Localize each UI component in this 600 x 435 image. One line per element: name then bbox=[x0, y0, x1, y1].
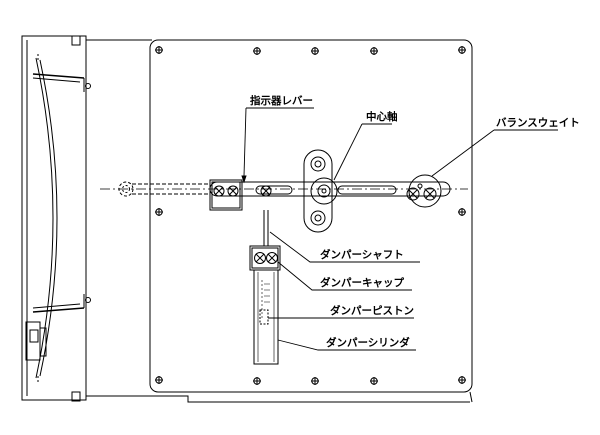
callout-labels: 指示器レバー 中心軸 バランスウェイト ダンパーシャフト ダンパーキャップ ダン… bbox=[250, 94, 580, 349]
label-pointer-lever: 指示器レバー bbox=[250, 94, 313, 107]
clamp-screw-2 bbox=[227, 185, 239, 197]
hole-bottom-mid bbox=[311, 377, 319, 385]
damper-piston bbox=[259, 309, 269, 325]
slot-screw bbox=[260, 185, 272, 197]
damper-cylinder bbox=[253, 269, 279, 365]
weight-screw-2 bbox=[423, 187, 437, 201]
hole-bottom-right bbox=[458, 376, 466, 384]
hole-bottom-mid-left bbox=[253, 377, 261, 385]
cap-screw-2 bbox=[266, 252, 278, 264]
center-shaft bbox=[303, 149, 338, 233]
weight-screw-1 bbox=[406, 187, 420, 201]
label-damper-cap: ダンパーキャップ bbox=[320, 276, 404, 289]
hole-top-right bbox=[458, 46, 466, 54]
hole-top-mid-right bbox=[370, 47, 378, 55]
hole-top-left bbox=[155, 46, 163, 54]
hole-top-mid bbox=[311, 47, 319, 55]
hole-bottom-left bbox=[155, 376, 163, 384]
cap-screw-1 bbox=[254, 252, 266, 264]
damper-shaft bbox=[263, 210, 269, 246]
hole-mid-left bbox=[155, 208, 163, 216]
leader-lines bbox=[241, 107, 558, 351]
hole-bottom-mid-right bbox=[370, 377, 378, 385]
mounting-holes bbox=[155, 46, 466, 385]
clamp-screw-1 bbox=[213, 185, 225, 197]
damper-cap bbox=[249, 245, 281, 271]
door-frame bbox=[21, 35, 470, 403]
label-center-shaft: 中心軸 bbox=[366, 110, 398, 123]
label-damper-cylinder: ダンパーシリンダ bbox=[326, 336, 410, 349]
hole-mid-right bbox=[458, 208, 466, 216]
label-balance-weight: バランスウェイト bbox=[496, 117, 580, 129]
label-damper-piston: ダンパーピストン bbox=[330, 304, 414, 317]
hole-top-mid-left bbox=[253, 47, 261, 55]
balance-weight bbox=[406, 174, 442, 208]
back-plate bbox=[149, 39, 473, 403]
label-damper-shaft: ダンパーシャフト bbox=[320, 248, 404, 261]
pointer-lever bbox=[118, 179, 451, 211]
